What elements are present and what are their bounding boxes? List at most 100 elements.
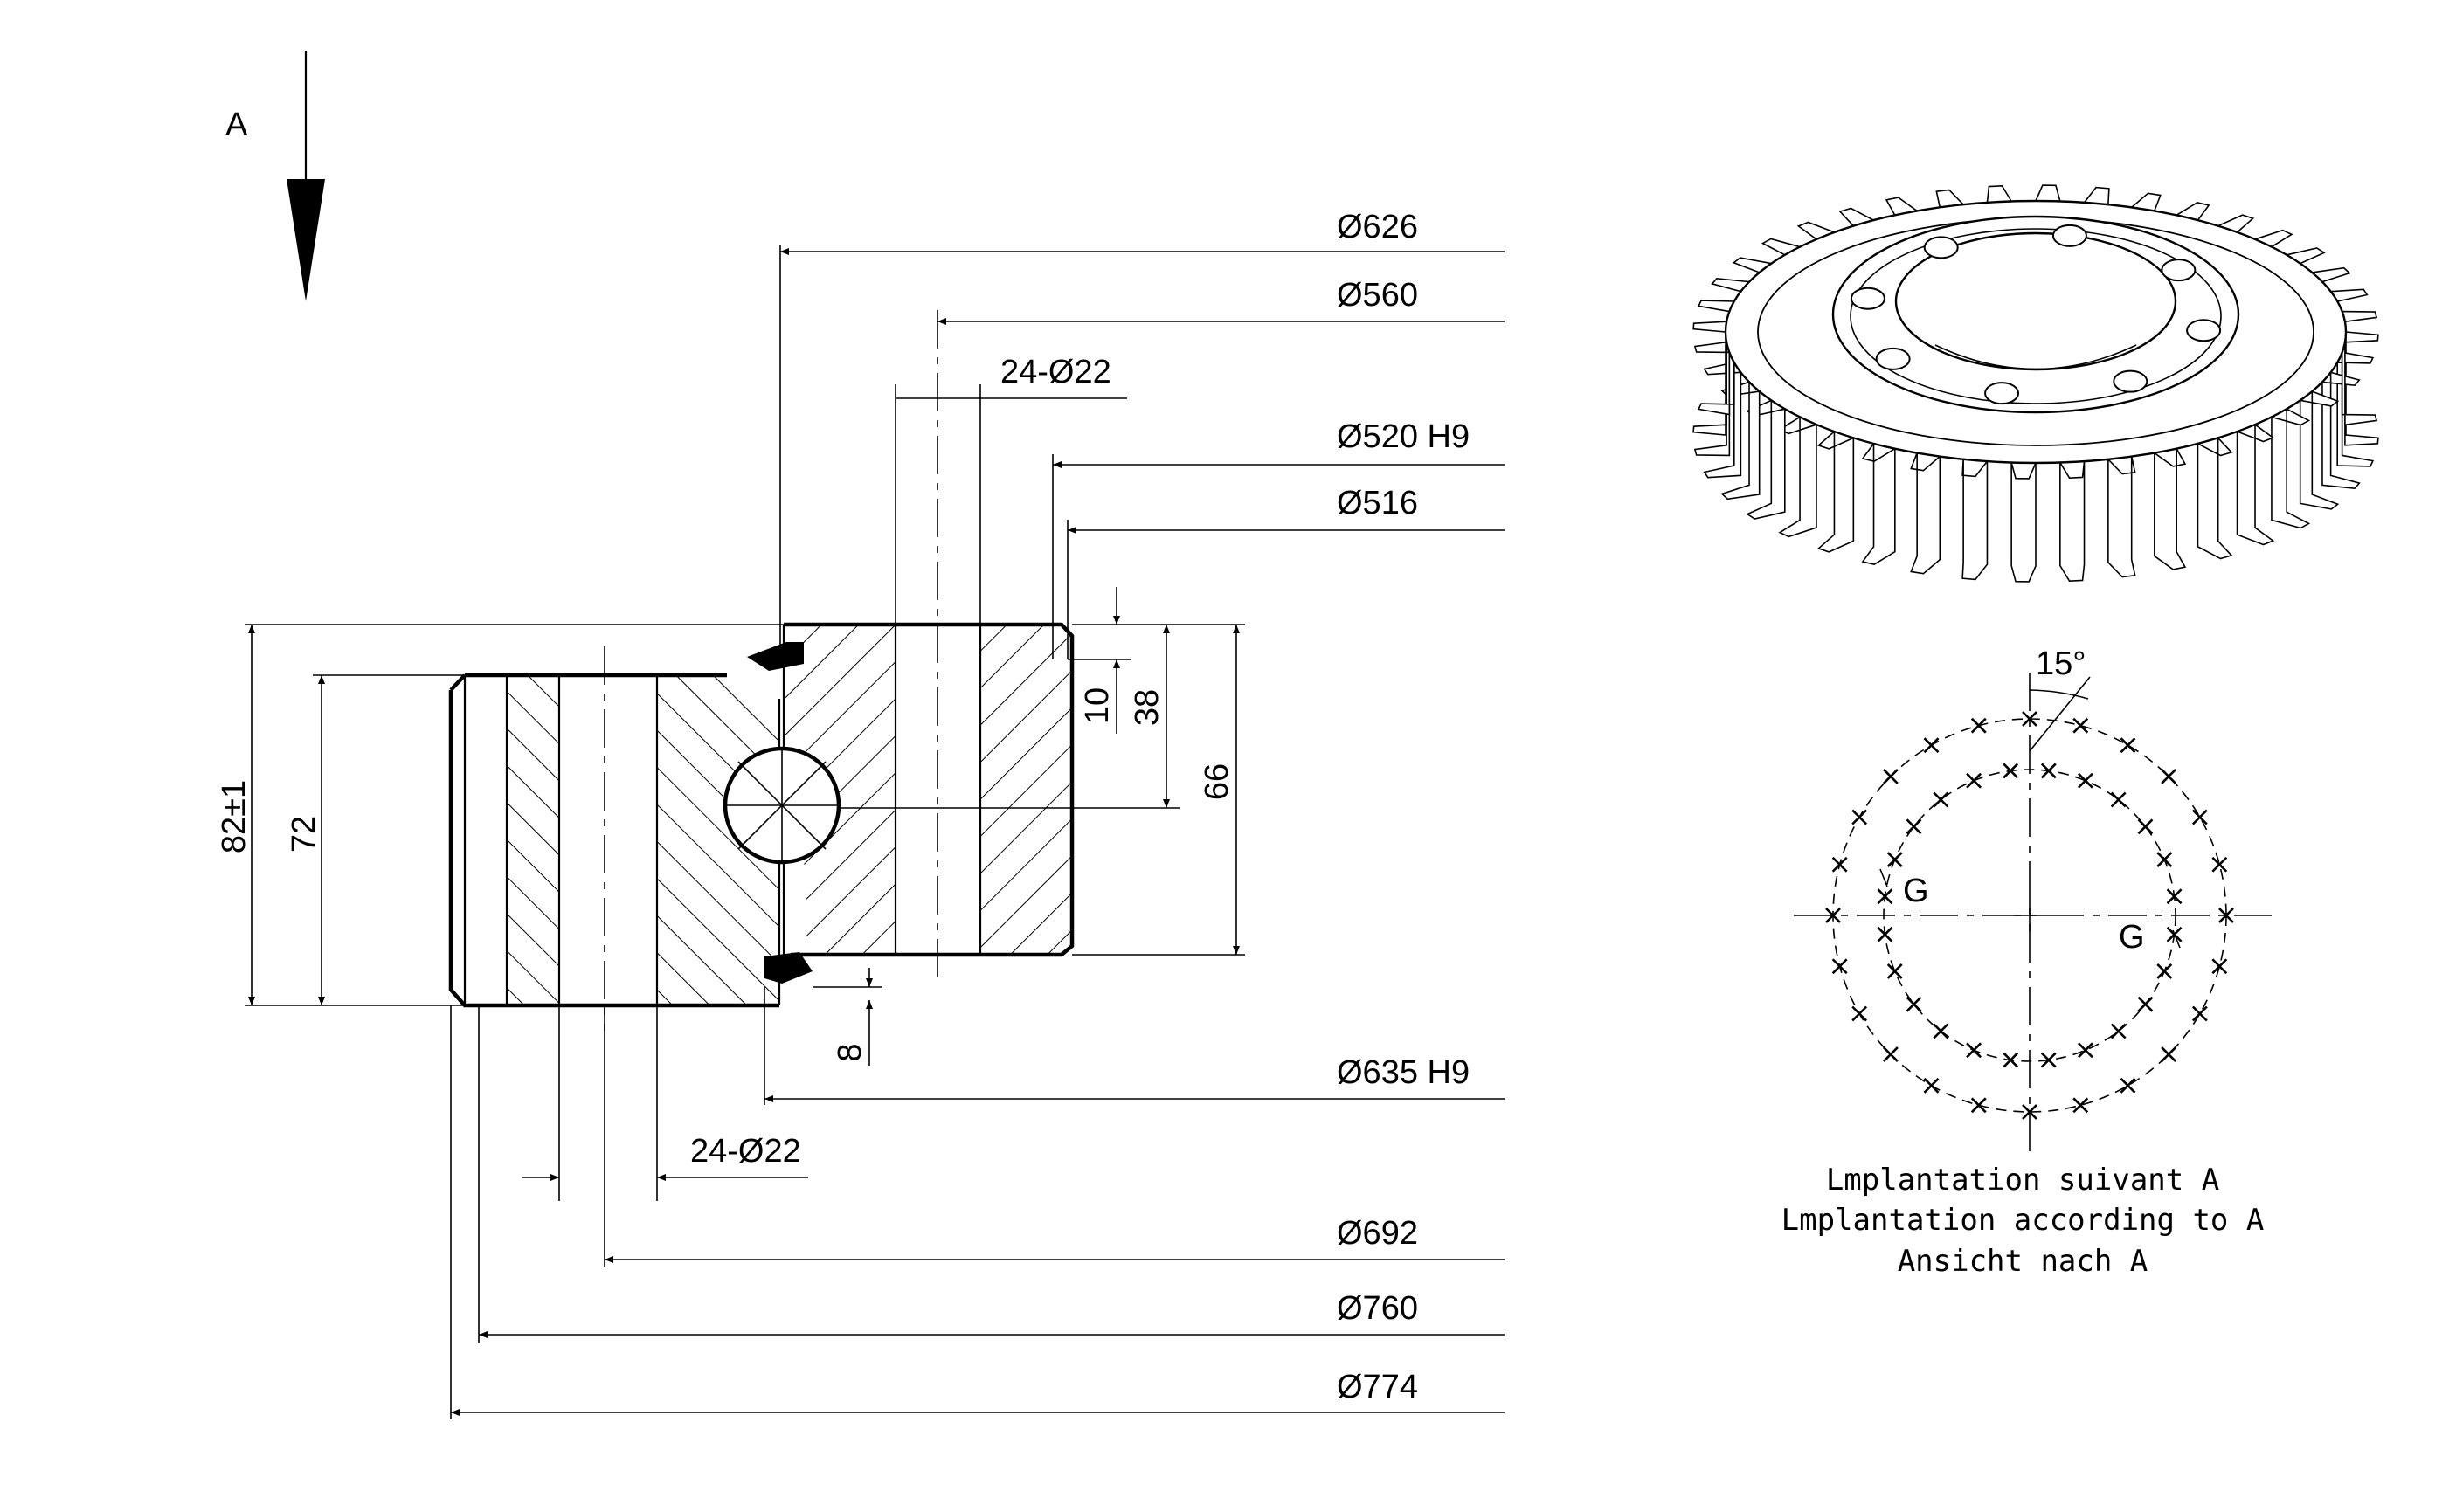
gear-tooth	[2107, 456, 2136, 578]
hole-mark	[2072, 1097, 2089, 1114]
dim-66: 66	[1199, 763, 1235, 800]
dim-holes-top: 24-Ø22	[1000, 354, 1111, 390]
hole-mark	[2191, 809, 2208, 825]
hole-mark	[2077, 1042, 2093, 1059]
view-label: A	[225, 107, 248, 143]
hole-mark	[1966, 1042, 1982, 1059]
inner-ring-section	[782, 622, 1075, 957]
hole-mark	[1970, 717, 1987, 734]
dim-692: Ø692	[1337, 1215, 1418, 1252]
dim-8: 8	[832, 1043, 868, 1061]
hole-mark	[1886, 963, 1903, 979]
gear-tooth	[2299, 390, 2340, 510]
hole-mark	[1851, 809, 1868, 825]
flange-hole	[2113, 369, 2148, 393]
hole-mark	[2003, 763, 2019, 779]
gear-tooth	[2271, 407, 2311, 529]
outer-ring-section	[448, 673, 781, 1008]
flange-hole	[2186, 319, 2222, 342]
hole-mark	[2166, 888, 2183, 905]
dim-560: Ø560	[1337, 277, 1418, 314]
g-mark-right: G	[2119, 919, 2145, 956]
gear-tooth	[2154, 445, 2187, 570]
hole-mark	[1906, 996, 1922, 1012]
dim-10: 10	[1079, 687, 1116, 724]
gear-tooth	[2341, 310, 2378, 426]
hole-mark	[1877, 926, 1893, 942]
hole-mark	[1877, 888, 1893, 905]
dim-760: Ø760	[1337, 1290, 1418, 1327]
dim-520: Ø520 H9	[1337, 418, 1470, 455]
hole-mark	[1851, 1005, 1868, 1022]
gear-tooth	[2336, 351, 2375, 467]
hole-mark	[1970, 1097, 1987, 1114]
dim-82: 82±1	[216, 780, 253, 853]
hole-mark	[2003, 1052, 2019, 1068]
flange-hole	[1875, 347, 1911, 370]
flange-hole	[1923, 236, 1959, 259]
dim-626: Ø626	[1337, 209, 1418, 245]
angle-label: 15°	[2036, 646, 2086, 682]
ball	[723, 746, 841, 865]
hole-mark	[2137, 996, 2154, 1012]
hole-mark	[2211, 958, 2228, 975]
hole-layout-view: 15° G G	[1794, 646, 2272, 1153]
caption-line-1: Lmplantation suivant A	[1826, 1163, 2219, 1198]
gear-tooth	[1816, 430, 1855, 553]
gear-tooth	[2236, 423, 2275, 546]
gear-tooth	[1703, 362, 1742, 479]
gear-tooth	[2010, 462, 2037, 583]
hole-mark	[2120, 737, 2136, 754]
caption-line-3: Ansicht nach A	[1898, 1244, 2148, 1279]
hole-mark	[2022, 1104, 2037, 1120]
gear-tooth	[2059, 459, 2086, 583]
gear-tooth	[1778, 415, 1817, 538]
hole-mark	[1906, 818, 1922, 835]
hole-mark	[2110, 1023, 2127, 1039]
gear-tooth	[1986, 184, 2013, 204]
dim-635: Ø635 H9	[1337, 1054, 1470, 1091]
hole-mark	[1933, 1023, 1949, 1039]
dim-holes-bottom: 24-Ø22	[690, 1133, 801, 1170]
gear-tooth	[2344, 331, 2379, 446]
view-arrow-a: A	[225, 51, 325, 301]
hole-mark	[2077, 772, 2093, 789]
caption-line-2: Lmplantation according to A	[1781, 1203, 2265, 1238]
dim-774: Ø774	[1337, 1369, 1418, 1405]
hole-mark	[2161, 1046, 2177, 1063]
gear-tooth	[1961, 459, 1989, 581]
flange-hole	[2161, 259, 2197, 282]
hole-mark	[1923, 1077, 1940, 1094]
bearing-isometric	[1692, 184, 2379, 583]
dimensions-height: 82±1 72 66 38 10 8	[216, 587, 1245, 1066]
hole-mark	[2137, 818, 2154, 835]
hole-mark	[1882, 768, 1899, 784]
hole-mark	[2156, 963, 2173, 979]
hole-mark	[2161, 768, 2177, 784]
dim-72: 72	[286, 816, 322, 853]
flange-hole	[1984, 382, 2020, 405]
hole-mark	[2022, 711, 2037, 727]
hole-mark	[2211, 856, 2228, 873]
hole-mark	[2040, 1052, 2057, 1068]
hole-mark	[2218, 908, 2234, 923]
hole-mark	[2072, 717, 2089, 734]
flange-hole	[1850, 287, 1885, 310]
gear-tooth	[2034, 184, 2061, 203]
dim-516: Ø516	[1337, 485, 1418, 521]
seals	[747, 642, 813, 984]
hole-mark	[1923, 737, 1940, 754]
hole-mark	[1886, 852, 1903, 868]
hole-mark	[1831, 958, 1848, 975]
gear-tooth	[1861, 441, 1896, 565]
dimensions-bottom: Ø635 H9 24-Ø22 Ø692 Ø760 Ø774	[450, 987, 1505, 1419]
hole-mark	[1831, 856, 1848, 873]
caption: Lmplantation suivant A Lmplantation acco…	[1781, 1163, 2265, 1279]
gear-tooth	[2197, 436, 2233, 560]
dim-38: 38	[1129, 689, 1166, 726]
gear-tooth	[1692, 321, 1727, 436]
hole-mark	[2120, 1077, 2136, 1094]
dimensions-top: Ø626 Ø560 24-Ø22 Ø520 H9 Ø516	[779, 209, 1505, 659]
hole-mark	[2040, 763, 2057, 779]
